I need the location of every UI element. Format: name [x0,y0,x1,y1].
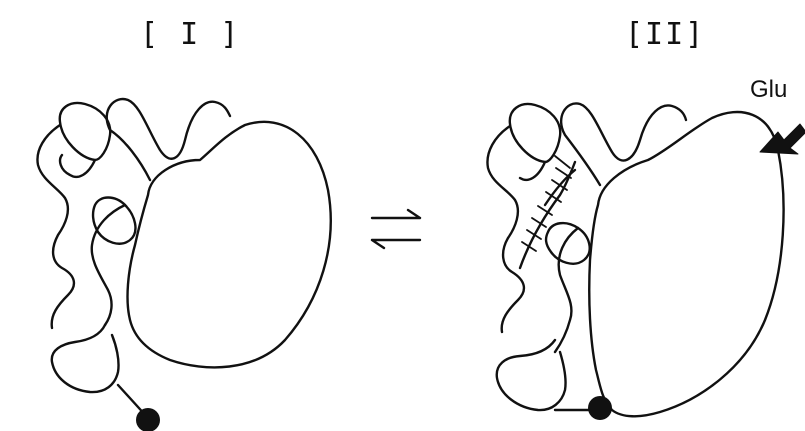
large-domain-1 [126,120,332,369]
left-loop-1 [58,101,112,179]
bottom-loop-2 [495,338,567,412]
protein-state-1 [36,97,332,431]
reverse-arrow [370,238,422,250]
terminal-bead-1 [136,408,160,431]
forward-arrow [370,208,422,220]
hydrogen-bonds [521,155,572,252]
protein-state-2 [486,102,805,420]
glu-arrow [759,123,805,155]
glu-label: Glu [750,76,788,103]
inner-loop-2 [544,221,591,265]
top-strand-2 [559,102,688,187]
left-contour-2 [486,124,526,334]
left-loop-2 [508,102,562,182]
state-2-label: [II] [625,17,706,52]
mid-strand-2 [553,226,580,354]
inner-loop-1 [91,196,137,245]
bottom-loop-1 [50,323,120,394]
mid-strand-1 [90,203,127,327]
terminal-bead-2 [588,396,612,420]
equilibrium-arrows [370,208,422,250]
state-1-label: [ I ] [140,17,241,52]
left-contour-1 [36,123,76,330]
sheet-strand-b-2 [543,168,577,207]
large-domain-2 [588,110,785,418]
